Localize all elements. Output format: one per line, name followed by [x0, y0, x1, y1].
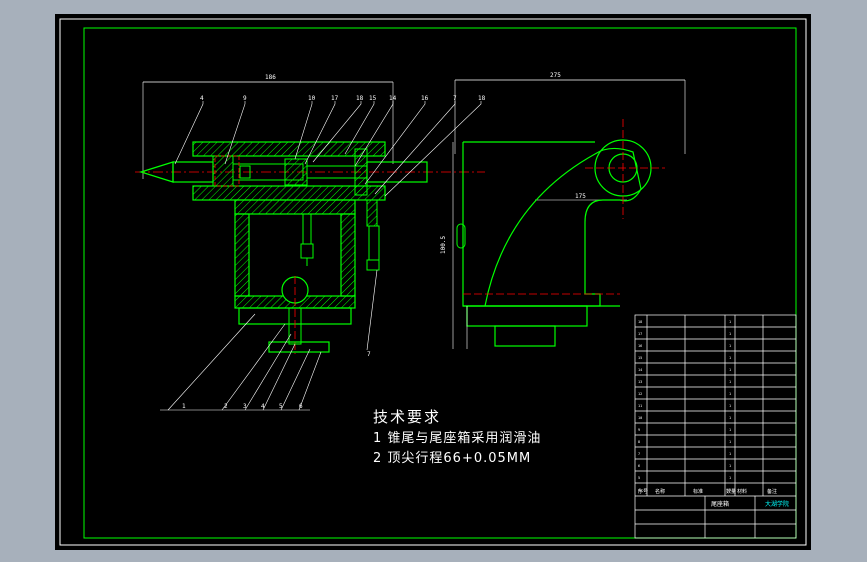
notes-title: 技术要求	[373, 408, 442, 426]
svg-text:1: 1	[729, 332, 731, 336]
dim-inner: 175	[575, 193, 586, 200]
svg-text:5: 5	[638, 476, 640, 480]
label-bottom-1: 1	[182, 403, 186, 410]
technical-requirements: 技术要求 1 锥尾与尾座箱采用润滑油 2 顶尖行程66+0.05MM	[373, 406, 541, 469]
svg-text:标准: 标准	[693, 488, 703, 495]
label-bottom-6: 6	[299, 403, 303, 410]
svg-text:8: 8	[638, 440, 640, 444]
svg-text:1: 1	[729, 356, 731, 360]
svg-text:17: 17	[638, 332, 642, 336]
cad-viewport[interactable]: 186	[55, 14, 811, 550]
svg-text:9: 9	[638, 428, 640, 432]
svg-text:14: 14	[638, 368, 642, 372]
barrel-housing-top	[192, 141, 386, 157]
svg-text:12: 12	[638, 392, 642, 396]
svg-text:1: 1	[729, 416, 731, 420]
notes-line-2: 2 顶尖行程66+0.05MM	[373, 451, 532, 466]
label-top-7: 14	[389, 95, 397, 102]
svg-text:4: 4	[638, 488, 640, 492]
side-view: 275 100.5 175	[440, 72, 686, 349]
label-right-7: 7	[367, 351, 371, 358]
svg-text:1: 1	[729, 476, 731, 480]
label-bottom-3: 3	[243, 403, 247, 410]
svg-text:1: 1	[729, 344, 731, 348]
bom-header: 序号 名称 标准 数量 材料 备注	[638, 488, 777, 495]
svg-text:1: 1	[729, 464, 731, 468]
svg-text:1: 1	[729, 392, 731, 396]
label-top-8: 16	[421, 95, 429, 102]
svg-text:13: 13	[638, 380, 642, 384]
svg-text:序号: 序号	[638, 488, 648, 495]
label-bottom-4: 4	[261, 403, 265, 410]
svg-text:11: 11	[638, 404, 642, 408]
label-top-3: 10	[308, 95, 316, 102]
label-bottom-2: 2	[224, 403, 228, 410]
dim-left-width: 186	[265, 74, 276, 81]
svg-text:1: 1	[729, 488, 731, 492]
bracket-outline	[462, 142, 642, 307]
label-top-1: 4	[200, 95, 204, 102]
svg-text:1: 1	[729, 452, 731, 456]
svg-text:16: 16	[638, 344, 642, 348]
svg-text:材料: 材料	[737, 488, 747, 495]
front-section-view: 18 6	[135, 74, 486, 411]
svg-text:6: 6	[638, 464, 640, 468]
school-name: 大湖学院	[765, 500, 789, 508]
svg-text:1: 1	[729, 380, 731, 384]
svg-text:名称: 名称	[655, 488, 665, 495]
svg-text:1: 1	[729, 320, 731, 324]
svg-text:1: 1	[729, 428, 731, 432]
bom-table	[634, 314, 797, 539]
drawing-title: 尾座箱	[711, 500, 729, 508]
svg-text:7: 7	[638, 452, 640, 456]
label-top-5: 18	[356, 95, 364, 102]
notes-line-1: 1 锥尾与尾座箱采用润滑油	[373, 431, 542, 446]
label-top-10: 18	[478, 95, 486, 102]
svg-text:1: 1	[729, 440, 731, 444]
svg-text:1: 1	[729, 404, 731, 408]
svg-text:18: 18	[638, 320, 642, 324]
dim-height: 100.5	[440, 236, 447, 254]
dim-right-width: 275	[550, 72, 561, 79]
label-top-2: 9	[243, 95, 247, 102]
mechanical-drawing: 186	[59, 18, 807, 546]
svg-text:备注: 备注	[767, 488, 777, 495]
label-top-4: 17	[331, 95, 339, 102]
outer-frame	[59, 18, 807, 546]
label-top-6: 15	[369, 95, 377, 102]
svg-text:10: 10	[638, 416, 642, 420]
svg-text:1: 1	[729, 368, 731, 372]
svg-text:15: 15	[638, 356, 642, 360]
label-bottom-5: 5	[279, 403, 283, 410]
inner-frame	[83, 27, 797, 539]
svg-text:数量: 数量	[726, 488, 736, 495]
